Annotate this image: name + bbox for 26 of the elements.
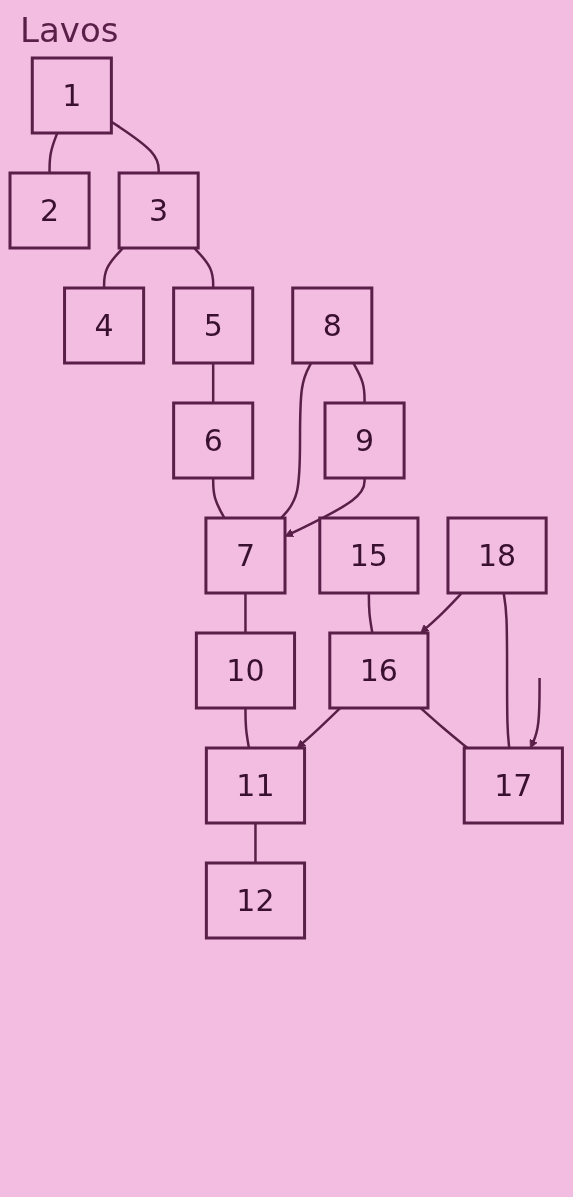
connector bbox=[254, 823, 257, 863]
node-box: 2 bbox=[8, 171, 91, 250]
node-box: 11 bbox=[205, 746, 307, 825]
connector bbox=[193, 247, 215, 288]
connector bbox=[367, 593, 374, 634]
connector bbox=[244, 708, 251, 749]
node-box: 16 bbox=[328, 631, 430, 710]
node-box: 15 bbox=[318, 516, 420, 595]
node-box: 6 bbox=[172, 401, 255, 480]
node-box: 1 bbox=[31, 56, 114, 135]
connector bbox=[244, 593, 247, 633]
diagram-title: Lavos bbox=[20, 10, 120, 50]
node-box: 18 bbox=[446, 516, 548, 595]
connector bbox=[212, 363, 215, 403]
node-box: 5 bbox=[172, 286, 255, 365]
connector bbox=[212, 478, 226, 519]
node-box: 8 bbox=[291, 286, 374, 365]
node-box: 9 bbox=[323, 401, 406, 480]
node-box: 3 bbox=[117, 171, 200, 250]
connector bbox=[103, 247, 125, 288]
node-box: 12 bbox=[205, 861, 307, 940]
arrow bbox=[530, 678, 542, 749]
node-box: 7 bbox=[204, 516, 287, 595]
node-box: 10 bbox=[195, 631, 297, 710]
node-box: 17 bbox=[463, 746, 565, 825]
node-box: 4 bbox=[63, 286, 146, 365]
